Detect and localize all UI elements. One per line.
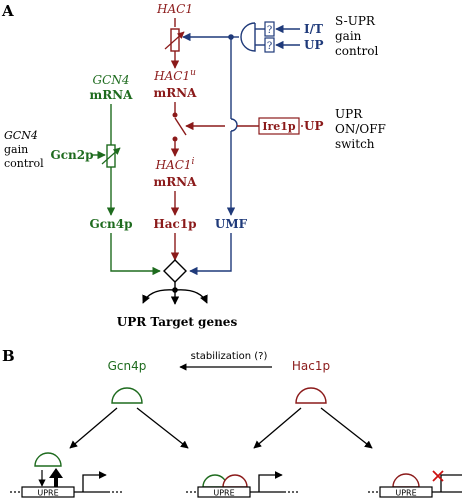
umf-bridge — [230, 118, 238, 132]
hac1u-mrna-label: mRNA — [154, 86, 198, 100]
gcn4-gain-arrow — [101, 147, 121, 165]
hac1-gene-label: HAC1 — [156, 2, 193, 16]
umf-to-node — [189, 233, 232, 276]
hac1i-label: HAC1i — [155, 157, 195, 172]
gcn4p-arrow-left — [69, 407, 118, 449]
hac1u-superscript: u — [190, 68, 196, 78]
hac1-gain-arrow — [164, 31, 185, 50]
switch-bottom-node — [172, 136, 178, 142]
promoter-2-tss — [258, 471, 283, 492]
up-label-2: UP — [304, 119, 324, 133]
unknown-box-2 — [264, 37, 275, 53]
hac1u-label: HAC1u — [153, 68, 196, 83]
hac1p-b-label: Hac1p — [292, 359, 330, 373]
switch-top-node — [172, 112, 178, 118]
promoter-1-tss — [82, 471, 107, 492]
gcn4p-dome — [111, 387, 143, 404]
gcn4p-to-node — [110, 233, 161, 276]
promoter-3-tss — [440, 474, 462, 492]
upre-label-3: UPRE — [395, 489, 416, 498]
s-upr-label-3: control — [335, 44, 378, 58]
hac1i-superscript: i — [192, 157, 195, 167]
promoter-1-gcn4p-dome — [34, 452, 62, 467]
ire1p-label: Ire1p — [262, 120, 296, 133]
hac1p-dome — [295, 387, 327, 404]
output-arc-right — [174, 289, 208, 304]
promoter-2-hac1p-dome — [222, 474, 248, 488]
gcn4p-label: Gcn4p — [89, 217, 132, 231]
gcn4p-arrow-right — [136, 407, 189, 449]
upre-label-1: UPRE — [37, 489, 58, 498]
s-upr-label-2: gain — [335, 29, 362, 43]
hac1p-arrow-right — [320, 407, 373, 449]
switch-label-3: switch — [335, 137, 375, 151]
hac1i-mrna-label: mRNA — [154, 175, 198, 189]
unknown-box-1-label: ? — [267, 25, 272, 36]
gcn4-gain-label-2: gain — [4, 143, 28, 156]
s-upr-gate — [240, 22, 256, 52]
up-label-1: UP — [304, 38, 324, 52]
hac1p-label: Hac1p — [153, 217, 196, 231]
gcn2p-label: Gcn2p — [50, 148, 93, 162]
upre-label-2: UPRE — [213, 489, 234, 498]
hac1p-arrow-left — [253, 407, 302, 449]
stabilization-label: stabilization (?) — [191, 351, 268, 362]
output-arc-left — [142, 289, 176, 304]
upr-target-genes-label: UPR Target genes — [117, 315, 238, 329]
unknown-box-2-label: ? — [267, 41, 272, 52]
switch-label-2: ON/OFF — [335, 122, 386, 136]
switch-label-1: UPR — [335, 107, 363, 121]
panel-b-label: B — [2, 347, 15, 365]
s-upr-label-1: S-UPR — [335, 14, 376, 28]
gcn4p-b-label: Gcn4p — [108, 359, 147, 373]
integration-diamond — [163, 259, 187, 283]
unknown-box-1 — [264, 21, 275, 37]
gcn4-gene-label: GCN4 — [93, 73, 130, 87]
switch-blade — [174, 117, 187, 136]
umf-label: UMF — [215, 217, 248, 231]
promoter-1-thick-arrow — [49, 468, 63, 488]
promoter-3-blocked-icon — [432, 470, 444, 482]
promoter-3-hac1p-dome — [392, 473, 420, 488]
gcn4-gain-label-1: GCN4 — [4, 129, 38, 142]
it-label: I/T — [304, 22, 323, 36]
gcn4-gain-label-3: control — [4, 157, 44, 170]
panel-a-label: A — [1, 2, 14, 20]
gcn4-mrna-label: mRNA — [90, 88, 134, 102]
